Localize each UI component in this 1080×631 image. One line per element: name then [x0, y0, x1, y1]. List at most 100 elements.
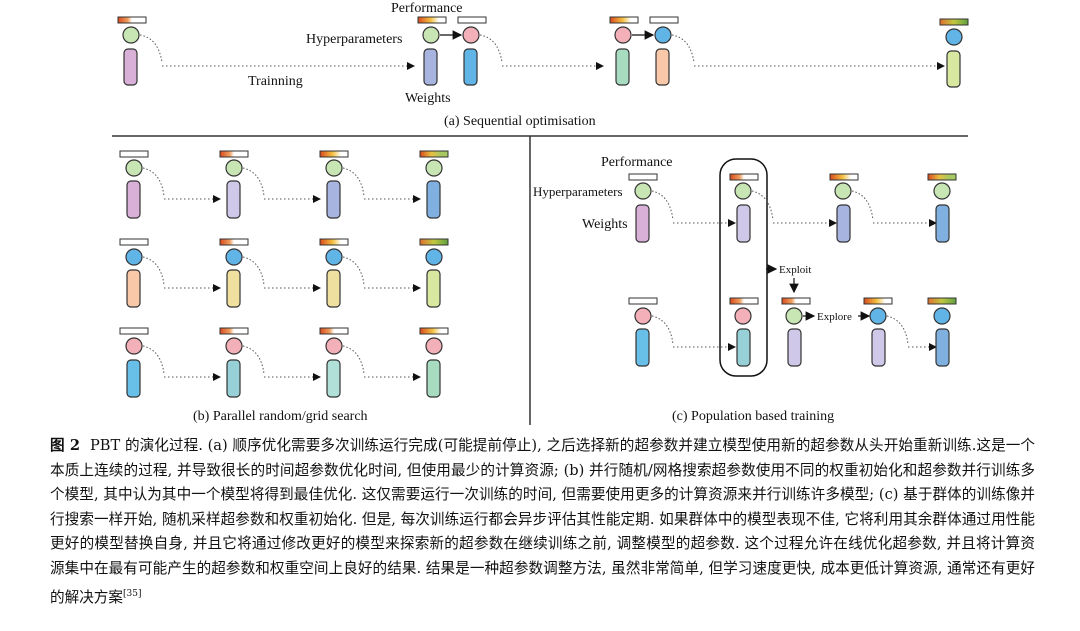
hyperparameter-node	[225, 337, 243, 355]
performance-bar	[609, 16, 639, 24]
panel-b-caption: (b) Parallel random/grid search	[193, 409, 368, 424]
weights-block	[326, 359, 341, 398]
population-highlight-box	[719, 158, 768, 377]
hyperparameter-node	[122, 26, 140, 44]
weights-block	[871, 328, 886, 367]
hyperparameter-node	[425, 337, 443, 355]
label-training: Trainning	[248, 74, 303, 89]
performance-bar	[319, 150, 349, 158]
weights-block	[426, 359, 441, 398]
performance-bar	[863, 297, 893, 305]
weights-block	[463, 48, 478, 86]
performance-bar	[927, 173, 957, 181]
weights-block	[426, 180, 441, 219]
performance-bar	[939, 18, 969, 26]
performance-bar	[319, 327, 349, 335]
performance-bar	[781, 297, 811, 305]
performance-bar	[457, 16, 487, 24]
hyperparameter-node	[425, 159, 443, 177]
hyperparameter-node	[125, 159, 143, 177]
hyperparameter-node	[325, 248, 343, 266]
weights-block	[126, 359, 141, 398]
hyperparameter-node	[734, 307, 752, 325]
performance-bar	[419, 238, 449, 246]
weights-block	[326, 180, 341, 219]
performance-bar	[119, 238, 149, 246]
label-exploit: Exploit	[779, 264, 811, 276]
panel-a-caption: (a) Sequential optimisation	[444, 114, 596, 129]
label-hyperparameters-c: Hyperparameters	[533, 184, 623, 199]
weights-block	[326, 269, 341, 308]
hyperparameter-node	[933, 307, 951, 325]
label-weights-c: Weights	[582, 217, 628, 232]
performance-bar	[927, 297, 957, 305]
hyperparameter-node	[225, 159, 243, 177]
hyperparameter-node	[634, 182, 652, 200]
label-hyperparameters-a: Hyperparameters	[306, 32, 402, 47]
performance-bar	[829, 173, 859, 181]
hyperparameter-node	[869, 307, 887, 325]
panel-c-caption: (c) Population based training	[672, 409, 834, 424]
performance-bar	[219, 238, 249, 246]
hyperparameter-node	[734, 182, 752, 200]
weights-block	[226, 180, 241, 219]
hyperparameter-node	[125, 248, 143, 266]
weights-block	[226, 359, 241, 398]
performance-bar	[119, 150, 149, 158]
weights-block	[935, 204, 950, 243]
hyperparameter-node	[125, 337, 143, 355]
performance-bar	[319, 238, 349, 246]
pbt-figure: Performance Hyperparameters Trainning We…	[112, 1, 969, 425]
caption-text: PBT 的演化过程. (a) 顺序优化需要多次训练运行完成(可能提前停止), 之…	[50, 437, 1035, 606]
weights-block	[935, 328, 950, 367]
hyperparameter-node	[225, 248, 243, 266]
label-performance-c: Performance	[601, 155, 673, 170]
performance-bar	[419, 327, 449, 335]
weights-block	[736, 204, 751, 243]
hyperparameter-node	[933, 182, 951, 200]
performance-bar	[119, 327, 149, 335]
weights-block	[426, 269, 441, 308]
weights-block	[635, 204, 650, 243]
hyperparameter-node	[945, 28, 963, 46]
weights-block	[787, 328, 802, 367]
weights-block	[126, 269, 141, 308]
weights-block	[655, 48, 670, 86]
performance-bar	[417, 16, 447, 24]
hyperparameter-node	[785, 307, 803, 325]
performance-bar	[729, 173, 759, 181]
hyperparameter-node	[634, 307, 652, 325]
hyperparameter-node	[425, 248, 443, 266]
panel-c: Performance Hyperparameters Weights (c) …	[533, 155, 957, 424]
hyperparameter-node	[325, 337, 343, 355]
weights-block	[836, 204, 851, 243]
performance-bar	[219, 327, 249, 335]
panel-a: Performance Hyperparameters Trainning We…	[117, 1, 969, 129]
hyperparameter-node	[462, 26, 480, 44]
hyperparameter-node	[614, 26, 632, 44]
weights-block	[635, 328, 650, 367]
hyperparameter-node	[325, 159, 343, 177]
hyperparameter-node	[422, 26, 440, 44]
performance-bar	[729, 297, 759, 305]
weights-block	[126, 180, 141, 219]
performance-bar	[628, 173, 658, 181]
weights-block	[736, 328, 751, 367]
label-weights-a: Weights	[405, 91, 451, 106]
label-performance-a: Performance	[391, 1, 463, 16]
hyperparameter-node	[834, 182, 852, 200]
citation-reference[interactable]: [35]	[122, 588, 142, 599]
weights-block	[423, 48, 438, 86]
figure-number: 图 2	[50, 437, 80, 454]
weights-block	[946, 50, 961, 88]
performance-bar	[628, 297, 658, 305]
hyperparameter-node	[654, 26, 672, 44]
performance-bar	[419, 150, 449, 158]
weights-block	[123, 48, 138, 86]
performance-bar	[117, 16, 147, 24]
performance-bar	[649, 16, 679, 24]
label-explore: Explore	[817, 311, 852, 323]
weights-block	[615, 48, 630, 86]
weights-block	[226, 269, 241, 308]
